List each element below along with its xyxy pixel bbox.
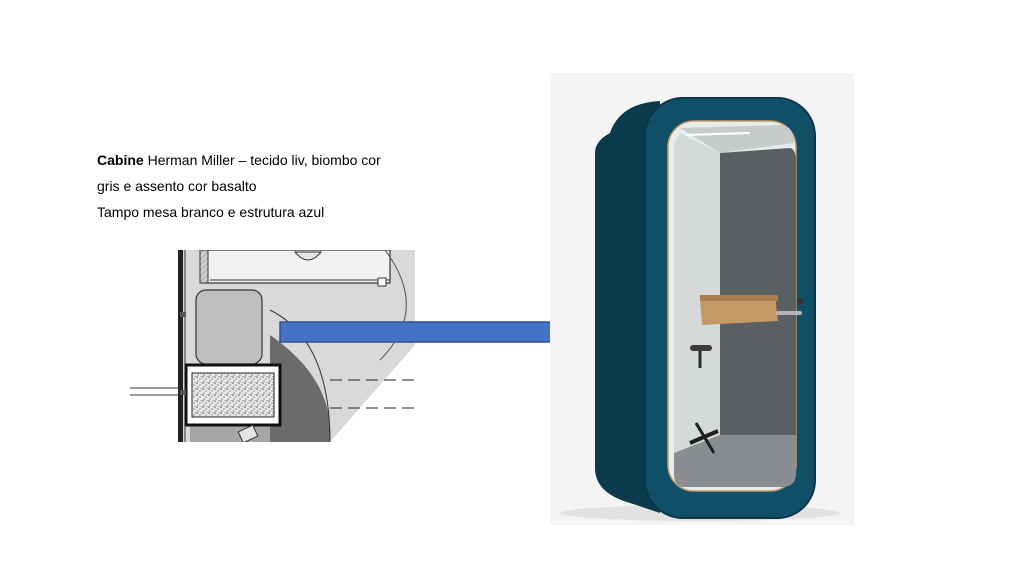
seat [195,289,263,365]
door-swing [270,335,331,442]
arrow-shape [279,310,588,354]
caption-line-1: Cabine Herman Miller – tecido liv, biomb… [97,147,427,173]
caption-bold-word: Cabine [97,152,144,168]
caption-line-2: gris e assento cor basalto [97,178,257,194]
caption-line-3: Tampo mesa branco e estrutura azul [97,204,325,220]
bench-cushion [191,372,275,418]
floorplan-illustration [130,250,415,442]
caption: Cabine Herman Miller – tecido liv, biomb… [97,147,427,225]
top-fixture [293,251,323,261]
booth-side-panel [595,101,660,513]
phone-booth-photo [550,73,854,525]
booth-desk [700,295,778,325]
right-arrow-icon [279,310,588,354]
upper-room [204,250,391,284]
caption-line-1-rest: Herman Miller – tecido liv, biombo cor [143,152,381,168]
